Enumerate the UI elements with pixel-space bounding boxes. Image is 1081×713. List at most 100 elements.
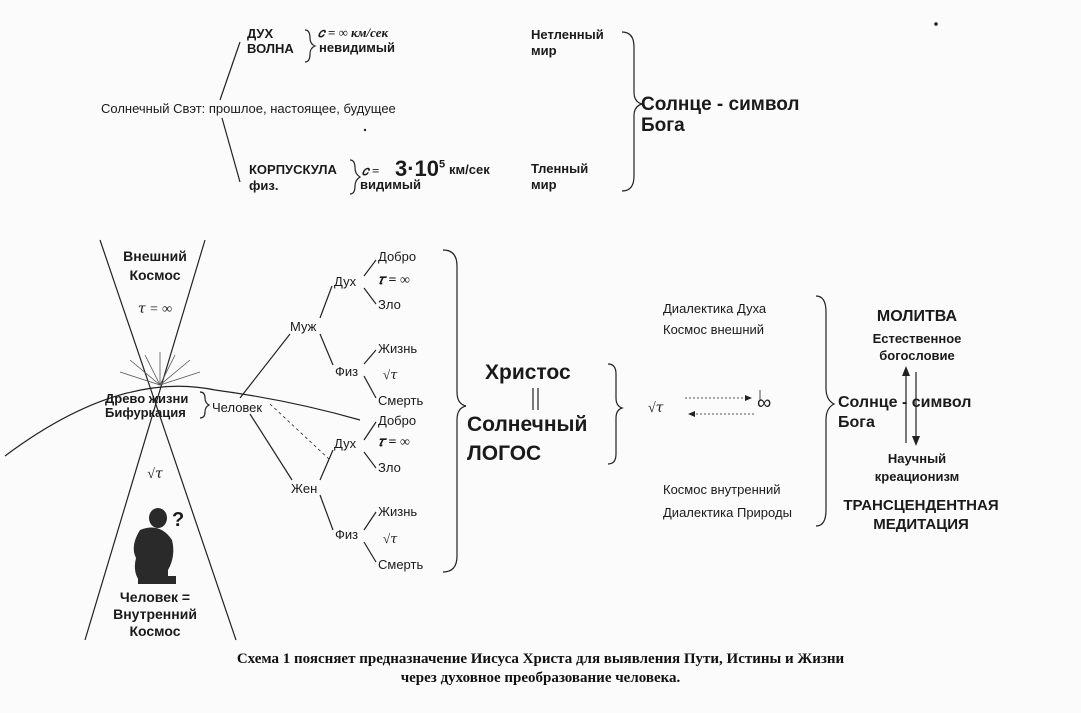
cone-line-1 [99,239,237,641]
node-zhen: Жен [291,481,318,496]
edge-duh2-zlo [363,451,377,469]
label-netlennyi-mir: мир [531,43,557,58]
label-tlennyi: Тленный [531,161,589,176]
label-fiz: физ. [249,178,279,193]
node-chelovek: Человек [212,400,263,415]
label-nevidimyi: невидимый [319,40,396,55]
label-logos: ЛОГОС [467,442,542,465]
brace-korpuskula [349,159,362,195]
label-outer-cosmos-2: Космос [129,267,181,283]
c-value-base: 3·10 [395,156,440,181]
label-tlennyi-mir: мир [531,177,557,192]
tree-dashed-line [269,403,331,461]
label-cosmos-outer: Космос внешний [663,322,765,337]
edge-duh2-dobro [363,421,377,441]
brace-duh-volna [304,29,317,63]
label-scientific-2: креационизм [874,469,960,484]
label-question-mark: ? [172,509,185,531]
label-netlennyi: Нетленный [531,27,604,42]
brace-tree-big [442,249,467,573]
leaf-smert-male: Смерть [378,393,424,408]
edge-zhen-duh2 [319,449,334,481]
brace-right [815,295,836,527]
label-c-value: 3·105 [395,157,445,180]
label-left-tau-inf: 𝜏 = ∞ [137,302,173,317]
brace-top-right [621,31,643,192]
c-value-exp: 5 [439,158,446,171]
label-scientific-1: Научный [887,451,947,466]
label-duh: ДУХ [247,26,274,41]
edge-chelovek-muzh [239,333,291,399]
arrow-right-head [745,395,752,401]
label-person-2: Внутренний [113,606,197,622]
edge-muzh-duh1 [319,285,333,319]
top-branch-lower [221,117,241,183]
label-vidimyi: видимый [360,177,421,192]
label-person-1: Человек = [119,589,191,605]
edge-zhen-fiz2 [319,494,334,531]
label-center-infinity: ∞ [757,392,772,414]
caption-line-1: Схема 1 поясняет предназначение Иисуса Х… [236,651,845,667]
leaf-zhizn-female: Жизнь [378,504,418,519]
vertical-arrow-down-head [912,436,920,446]
dot-corner [934,22,938,26]
label-c-unit: км/сек [449,162,490,177]
edge-fiz2-zhizn [363,511,377,531]
node-fiz-male: Физ [335,364,359,379]
label-cosmos-inner: Космос внутренний [663,482,781,497]
brace-logos [607,363,624,465]
thinker-figure [133,508,176,584]
label-solar: Солнечный [467,413,588,436]
label-volna: ВОЛНА [247,41,294,56]
edge-duh1-dobro [363,259,377,277]
leaf-dobro-female: Добро [378,413,417,428]
horizon-arc [4,385,361,457]
edge-duh1-zlo [363,287,377,305]
label-natural-theology-2: богословие [879,348,955,363]
node-muzh: Муж [290,319,317,334]
edge-fiz1-zhizn [363,349,377,365]
vertical-arrow-up-head [902,366,910,376]
leaf-zlo-male: Зло [378,297,401,312]
brace-tree [199,391,211,419]
edge-fiz1-smert [363,375,377,399]
label-bifurcation: Бифуркация [105,405,186,420]
label-korpuskula: КОРПУСКУЛА [249,162,337,177]
leaf-zhizn-male: Жизнь [378,341,418,356]
label-natural-theology-1: Естественное [872,331,962,346]
cone-line-2 [84,239,206,641]
label-right-sun-god: Бога [838,414,875,431]
label-transcendental: ТРАНСЦЕНДЕНТНАЯ [843,497,999,514]
node-duh-female: Дух [334,436,357,451]
node-duh-male: Дух [334,274,357,289]
leaf-dobro-male: Добро [378,249,417,264]
leaf-sqrt-male: √𝜏 [383,367,398,382]
label-solar-light: Солнечный Свэт: прошлое, настоящее, буду… [101,101,396,116]
edge-chelovek-zhen [249,413,293,481]
label-c-eq: 𝑐 = [362,163,380,178]
top-branch-upper [219,41,241,101]
label-c-infinity: 𝑐 = ∞ км/сек [318,25,389,40]
bifurcation-sun [119,352,201,386]
label-meditation: МЕДИТАЦИЯ [873,516,969,533]
edge-fiz2-smert [363,541,377,563]
label-sun-symbol: Солнце - символ [641,94,800,115]
node-fiz-female: Физ [335,527,359,542]
label-tree-of-life: Древо жизни [105,391,189,406]
edge-muzh-fiz1 [319,333,334,366]
leaf-tau-male: 𝜏 = ∞ [378,273,410,288]
label-outer-cosmos-1: Внешний [123,248,187,264]
label-christ: Христос [485,361,571,384]
label-left-sqrt-tau: √𝜏 [147,467,163,482]
leaf-tau-female: 𝜏 = ∞ [378,435,410,450]
label-person-3: Космос [129,623,181,639]
arrow-left-head [688,411,695,417]
label-right-sun-symbol: Солнце - символ [838,394,972,411]
label-dialectic-spirit: Диалектика Духа [663,301,767,316]
leaf-smert-female: Смерть [378,557,424,572]
dot-center [363,128,367,132]
leaf-sqrt-female: √𝜏 [383,531,398,546]
label-molitva: МОЛИТВА [876,308,958,325]
